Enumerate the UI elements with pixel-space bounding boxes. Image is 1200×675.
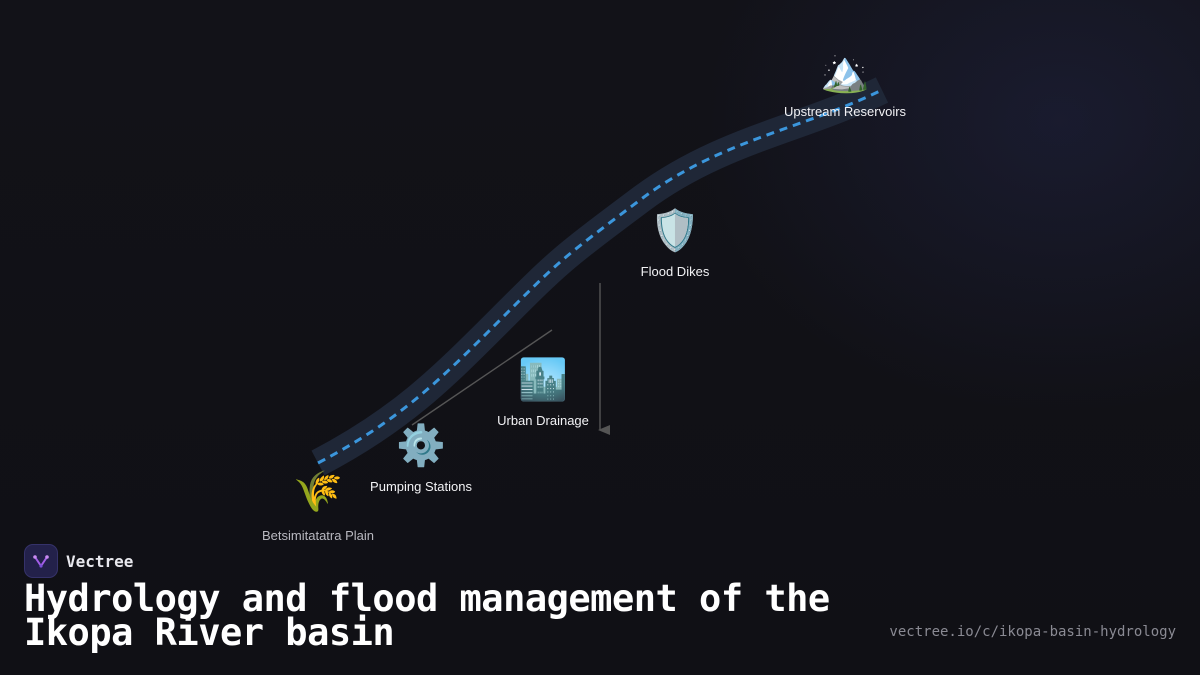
node-label: Betsimitatatra Plain [262,528,374,543]
node-label: Urban Drainage [497,413,589,428]
node-betsimitatatra-plain: 🌾 Betsimitatatra Plain [262,468,374,543]
vectree-logo-icon [24,544,58,578]
node-label: Pumping Stations [370,479,472,494]
node-pumping-stations: ⚙️ Pumping Stations [370,422,472,494]
mountain-icon: 🏔️ [820,49,870,95]
node-label: Flood Dikes [640,264,710,279]
rice-plant-icon: 🌾 [293,469,343,515]
city-icon: 🏙️ [518,357,568,403]
source-url: vectree.io/c/ikopa-basin-hydrology [889,624,1176,640]
node-label: Upstream Reservoirs [783,104,907,119]
drainage-connector [411,329,553,426]
brand: Vectree [24,544,133,578]
shield-icon: 🛡️ [650,208,700,254]
brand-name: Vectree [66,551,134,571]
node-upstream-reservoirs: 🏔️ Upstream Reservoirs [784,48,906,119]
river-flow-line [317,88,883,465]
node-flood-dikes: 🛡️ Flood Dikes [641,207,710,279]
page-title: Hydrology and flood management of the Ik… [24,577,830,654]
gear-icon: ⚙️ [396,423,446,469]
node-urban-drainage: 🏙️ Urban Drainage [497,356,589,428]
